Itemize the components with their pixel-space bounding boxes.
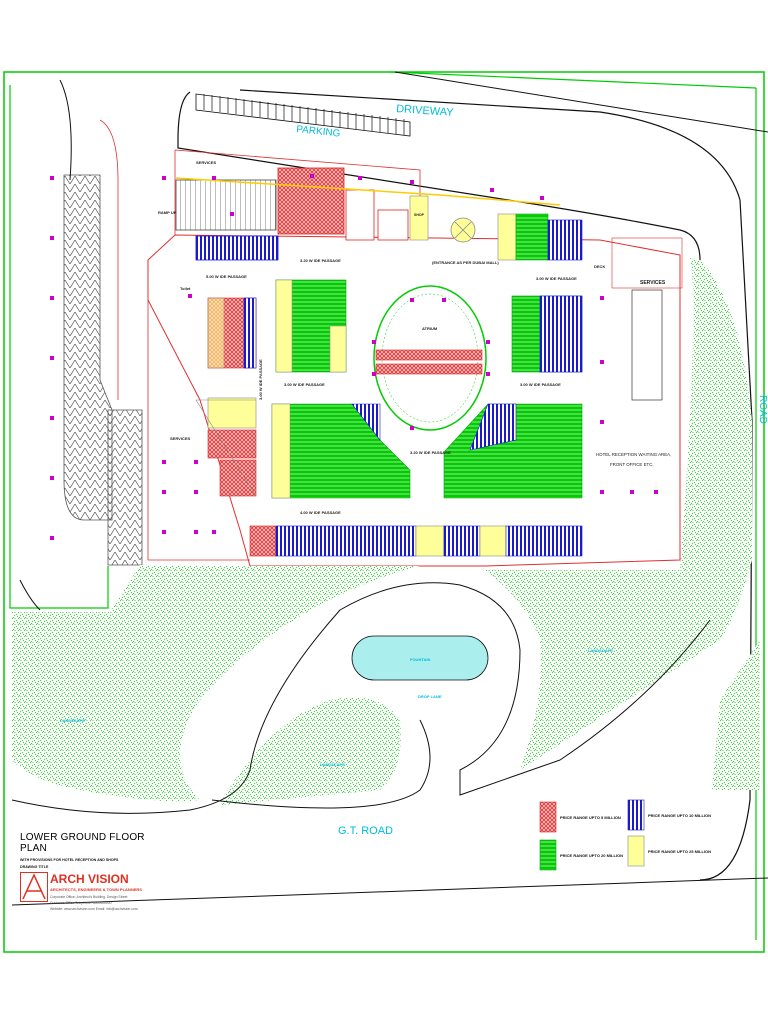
label-passage-right-mid: 3.00 W IDE PASSAGE [520,382,561,387]
left-ramp [63,174,113,521]
label-passage-left-mid: 3.00 W IDE PASSAGE [284,382,325,387]
drawing-title: LOWER GROUND FLOOR PLAN [20,832,145,854]
label-fountain: FOUNTAIN [410,657,430,662]
label-atrium: ATRIUM [422,326,438,331]
legend-label-yellow: PRICE RANGE UPTO 25 MILLION [648,849,712,854]
legend-label-green: PRICE RANGE UPTO 20 MILLION [560,853,624,858]
g-t-road-outline [11,582,711,814]
label-drop-lane: DROP LANE [418,694,442,699]
label-passage-bottom-left: 3.00 W IDE PASSAGE [258,359,263,400]
landscape-left [12,565,420,802]
label-passage-top-mid: 3.20 W IDE PASSAGE [300,258,341,263]
firm-subtitle: ARCHITECTS, ENGINEERS & TOWN PLANNERS [50,887,142,892]
label-passage-bottom: 4.00 W IDE PASSAGE [300,510,341,515]
fountain-pool [351,635,489,681]
label-hotel-reception: HOTEL RECEPTION WAITING AREA, [596,452,671,457]
label-passage-center: 3.20 W IDE PASSAGE [410,450,451,455]
legend-swatch-green [539,839,557,871]
label-toilet: Toilet [180,286,191,291]
title-block: LOWER GROUND FLOOR PLAN WITH PROVISIONS … [20,832,160,869]
label-entrance: (ENTRANCE AS PER DUBAI MALL) [432,260,499,265]
landscape-right [485,258,752,770]
driveway-outline [177,91,701,261]
label-services-right: SERVICES [640,280,666,286]
label-ramp-up: RAMP UP [158,210,177,215]
drawing-subtitle: WITH PROVISIONS FOR HOTEL RECEPTION AND … [20,858,119,862]
legend-swatch-blue [627,799,645,831]
legend-label-red: PRICE RANGE UPTO 5 MILLION [560,815,621,820]
label-driveway: DRIVEWAY [396,103,455,119]
legend-swatch-yellow [627,835,645,867]
legend [539,799,645,871]
label-landscape-mid: LANDSCAPE [320,762,345,767]
label-landscape-left: LANDSCAPE [60,718,85,723]
label-hotel-front: FRONT OFFICE ETC. [610,462,654,467]
firm-logo-icon [20,872,48,902]
label-shop: SHOP [414,213,425,217]
legend-swatch-red [539,801,557,833]
firm-address-3: Website: www.archvision.com Email: info@… [50,907,138,911]
firm-address-2: Guidance Office Telephone: 0000000000 [50,901,112,905]
label-landscape-right: LANDSCAPE [588,648,613,653]
label-passage-top-right: 3.00 W IDE PASSAGE [536,276,577,281]
stair-block [175,179,277,231]
site-inner-boundary [9,85,109,609]
label-parking: PARKING [296,124,341,140]
firm-name: ARCH VISION [50,872,129,886]
label-passage-top-left: 5.00 W IDE PASSAGE [206,274,247,279]
label-deck: DECK [594,264,605,269]
label-road-right: ROAD [757,395,768,424]
column-grid [50,174,658,540]
firm-address-1: Corporate Office: Architect's Building, … [50,895,128,899]
label-gt-road: G.T. ROAD [338,825,393,837]
label-services-top: SERVICES [196,160,216,165]
parking-stalls [195,93,411,137]
landscape-middle [222,697,401,805]
escalator [375,349,483,361]
label-services-left: SERVICES [170,436,190,441]
legend-label-blue: PRICE RANGE UPTO 10 MILLION [648,813,712,818]
drawing-tag: DRAWING TITLE [20,865,49,869]
site-boundary [3,71,765,953]
